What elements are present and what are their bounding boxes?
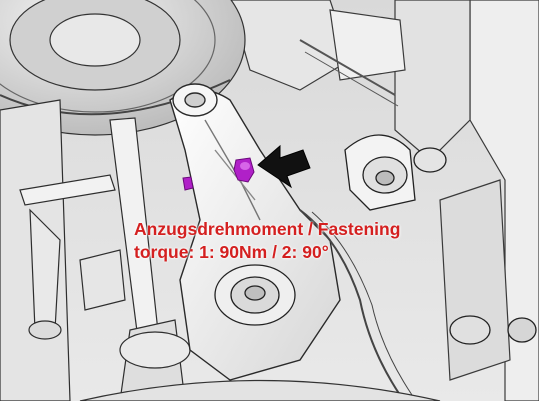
lower-bushing [214, 264, 296, 326]
chassis-frame [229, 0, 539, 402]
secondary-bolt-highlight [182, 176, 194, 191]
annotation-line-2: torque: 1: 90Nm / 2: 90° [134, 242, 329, 262]
right-bracket [299, 134, 537, 396]
bolt-highlight-icon [233, 157, 255, 183]
annotation-line-1: Anzugsdrehmoment / Fastening [134, 219, 401, 239]
lower-panel [79, 379, 441, 402]
torque-annotation: Anzugsdrehmoment / Fastening torque: 1: … [134, 218, 494, 264]
left-linkage [0, 99, 191, 402]
pointer-arrow-icon [257, 144, 311, 189]
